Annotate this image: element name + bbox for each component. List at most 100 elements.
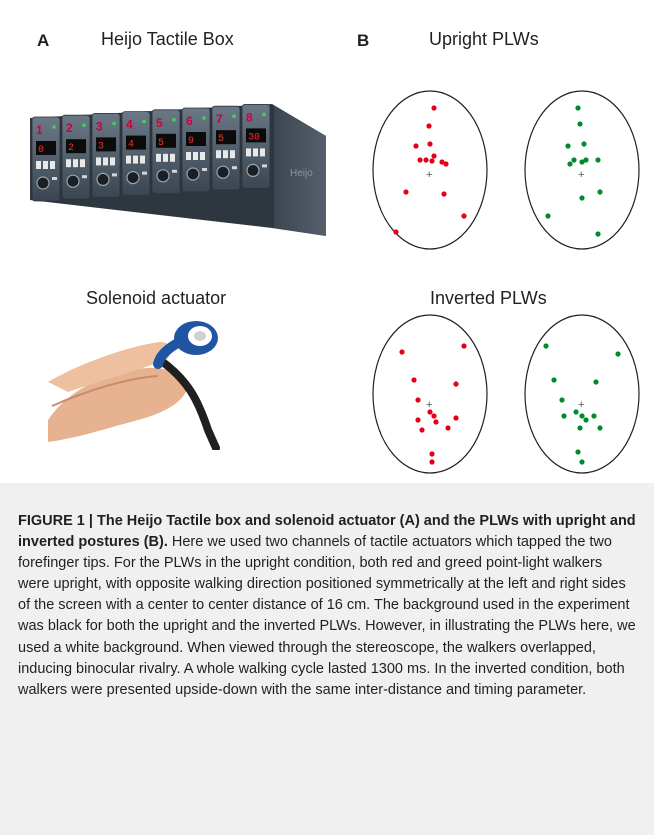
connector-jack	[156, 169, 170, 183]
panel-b-letter: B	[357, 31, 370, 50]
solenoid-actuator-image	[48, 321, 220, 450]
walker-dot	[413, 143, 419, 149]
walker-dot	[427, 141, 433, 147]
panel-a-letter: A	[37, 31, 50, 50]
walker-dot	[593, 379, 599, 385]
walker-dot	[579, 413, 585, 419]
walker-dot	[429, 459, 435, 465]
status-led	[112, 121, 116, 126]
status-led	[52, 125, 56, 129]
walker-dot	[411, 377, 417, 383]
walker-dot	[441, 191, 447, 197]
svg-text:+: +	[578, 169, 584, 181]
channel-unit: 44	[121, 111, 151, 197]
channel-number: 5	[156, 116, 163, 130]
channel-display: 9	[188, 136, 194, 147]
channel-display: 0	[38, 145, 44, 156]
connector-jack	[126, 170, 140, 185]
connector-jack	[186, 167, 200, 181]
status-led	[202, 116, 206, 120]
walker-dot	[399, 349, 405, 355]
channel-number: 3	[96, 119, 103, 133]
plw-upright-red: +	[372, 90, 488, 250]
walker-dot	[577, 425, 583, 431]
walker-dot	[567, 161, 573, 167]
figure-caption: FIGURE 1 | The Heijo Tactile box and sol…	[0, 483, 654, 835]
walker-dot	[429, 158, 435, 164]
figure-panel: A Heijo Tactile Box B Upright PLWs Solen…	[30, 29, 640, 474]
walker-dot	[443, 161, 449, 167]
walker-dot	[551, 377, 557, 383]
channel-unit: 22	[61, 114, 91, 200]
svg-text:+: +	[426, 399, 432, 411]
walker-dot	[581, 141, 587, 147]
walker-dot	[431, 153, 437, 159]
walker-dot	[545, 213, 551, 219]
channel-unit: 69	[181, 107, 211, 193]
panel-a-title: Heijo Tactile Box	[101, 29, 234, 49]
walker-dot	[433, 419, 439, 425]
channel-display: 5	[218, 134, 224, 145]
walker-dot	[403, 189, 409, 195]
walker-dots	[543, 343, 621, 465]
caption-body: Here we used two channels of tactile act…	[18, 534, 636, 698]
plw-inverted-red: +	[372, 314, 488, 474]
walker-dot	[461, 343, 467, 349]
walker-dot	[417, 157, 423, 163]
walker-dot	[575, 449, 581, 455]
connector-jack	[216, 165, 230, 179]
walker-dot	[393, 229, 399, 235]
walker-dot	[579, 159, 585, 165]
channel-unit: 8 30	[241, 103, 271, 189]
walker-dot	[461, 213, 467, 219]
channel-display: 30	[248, 132, 260, 143]
panel-b-title: Upright PLWs	[429, 29, 539, 49]
channel-unit: 55	[151, 109, 181, 195]
channel-display: 5	[158, 138, 164, 149]
status-led	[232, 114, 236, 118]
walker-dot	[419, 427, 425, 433]
walker-dot	[559, 397, 565, 403]
connector-jack	[96, 172, 110, 187]
channel-number: 1	[36, 123, 43, 137]
walker-dot	[439, 159, 445, 165]
channel-number: 6	[186, 114, 193, 128]
connector-jack	[66, 174, 80, 188]
channel-number: 4	[126, 118, 133, 132]
channel-unit: 33	[91, 112, 121, 198]
walker-dot	[415, 417, 421, 423]
panel-b-subtitle: Inverted PLWs	[430, 288, 547, 308]
panel-a-subtitle: Solenoid actuator	[86, 288, 227, 308]
walker-dot	[445, 425, 451, 431]
channel-display: 3	[98, 141, 104, 152]
walker-dot	[597, 189, 603, 195]
connector-jack	[36, 176, 50, 190]
plw-upright-green: +	[524, 90, 640, 250]
walker-dot	[415, 397, 421, 403]
walker-dot	[429, 451, 435, 457]
status-led	[172, 118, 176, 122]
svg-text:+: +	[426, 169, 432, 181]
walker-dots	[393, 105, 467, 235]
walker-dot	[453, 415, 459, 421]
device-brand-label: Heijo	[290, 168, 313, 179]
walker-dot	[575, 105, 581, 111]
walker-dot	[583, 417, 589, 423]
channel-number: 2	[66, 121, 73, 135]
walker-dot	[431, 105, 437, 111]
channel-unit: 10	[31, 116, 61, 202]
walker-dot	[579, 195, 585, 201]
channel-number: 7	[216, 112, 223, 126]
walker-dot	[543, 343, 549, 349]
caption-lead: FIGURE 1 | The Heijo Tactile box and sol…	[18, 513, 636, 551]
status-led	[262, 112, 266, 117]
walker-dot	[595, 157, 601, 163]
walker-dot	[573, 409, 579, 415]
connector-jack	[246, 163, 260, 178]
walker-dot	[597, 425, 603, 431]
walker-dot	[583, 157, 589, 163]
channel-display: 2	[68, 143, 74, 154]
channel-number: 8	[246, 110, 253, 124]
walker-dot	[571, 157, 577, 163]
walker-dot	[615, 351, 621, 357]
